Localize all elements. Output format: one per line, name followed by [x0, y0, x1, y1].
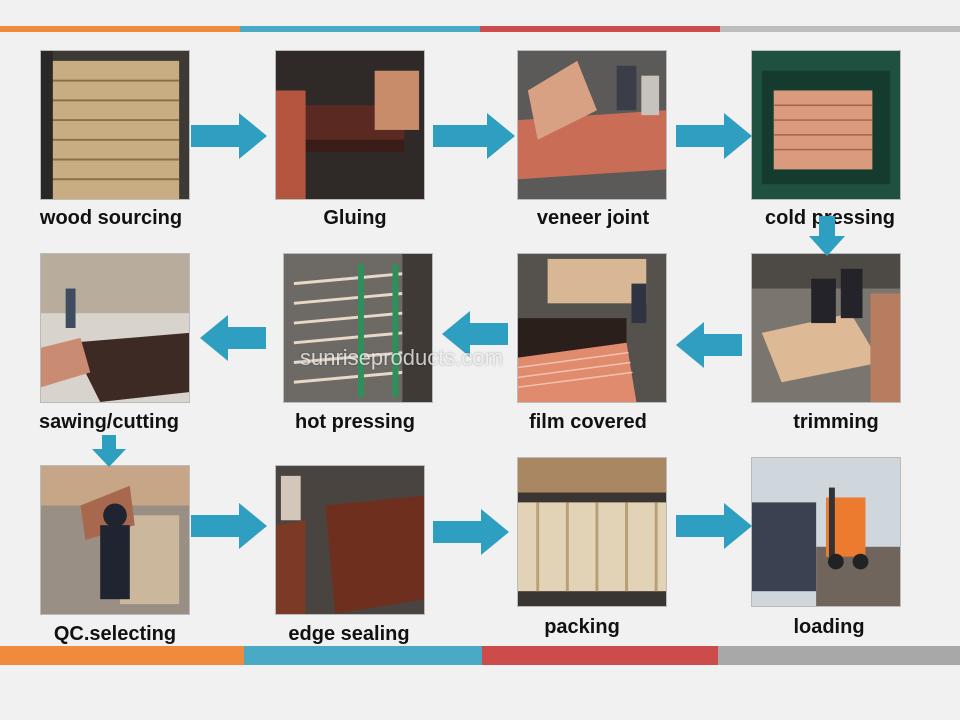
band-red — [480, 26, 720, 32]
arrow-down-icon — [809, 216, 845, 256]
photo-edge-sealing — [275, 465, 425, 615]
step-label-film-covered: film covered — [529, 411, 647, 433]
photo-film-covered — [517, 253, 667, 403]
photo-gluing — [275, 50, 425, 200]
photo-qc-selecting — [40, 465, 190, 615]
step-label-wood-sourcing: wood sourcing — [39, 207, 183, 229]
photo-trimming — [751, 253, 901, 403]
band-red — [482, 646, 718, 665]
arrow-left-icon — [442, 311, 508, 357]
step-label-veneer-joint: veneer joint — [536, 207, 650, 229]
arrow-right-icon — [676, 113, 752, 159]
photo-wood-sourcing — [40, 50, 190, 200]
loading-image — [752, 458, 900, 606]
step-label-trimming: trimming — [793, 411, 879, 433]
sawing-image — [41, 254, 189, 402]
photo-veneer-joint — [517, 50, 667, 200]
qc-image — [41, 466, 189, 614]
band-gray — [720, 26, 960, 32]
photo-cold-pressing — [751, 50, 901, 200]
packing-image — [518, 458, 666, 606]
photo-packing — [517, 457, 667, 607]
photo-loading — [751, 457, 901, 607]
step-label-qc-selecting: QC.selecting — [53, 623, 177, 645]
step-label-edge-sealing: edge sealing — [288, 623, 410, 645]
step-label-packing: packing — [544, 616, 620, 638]
photo-sawing-cutting — [40, 253, 190, 403]
band-blue — [240, 26, 480, 32]
trimming-image — [752, 254, 900, 402]
band-orange — [0, 646, 244, 665]
arrow-right-icon — [191, 113, 267, 159]
wood-stack-image — [41, 51, 189, 199]
band-blue — [244, 646, 482, 665]
gluing-image — [276, 51, 424, 199]
arrow-right-icon — [191, 503, 267, 549]
veneer-joint-image — [518, 51, 666, 199]
arrow-down-icon — [92, 435, 126, 467]
edge-sealing-image — [276, 466, 424, 614]
film-covered-image — [518, 254, 666, 402]
arrow-left-icon — [676, 322, 742, 368]
band-orange — [0, 26, 240, 32]
arrow-right-icon — [433, 113, 515, 159]
step-label-loading: loading — [793, 616, 865, 638]
arrow-left-icon — [200, 315, 266, 361]
hot-press-image — [284, 254, 432, 402]
arrow-right-icon — [676, 503, 752, 549]
arrow-right-icon — [433, 509, 509, 555]
step-label-gluing: Gluing — [323, 207, 387, 229]
band-gray — [718, 646, 960, 665]
step-label-sawing-cutting: sawing/cutting — [39, 411, 179, 433]
step-label-hot-pressing: hot pressing — [294, 411, 415, 433]
photo-hot-pressing — [283, 253, 433, 403]
top-color-band — [0, 26, 960, 32]
cold-press-image — [752, 51, 900, 199]
bottom-color-band — [0, 646, 960, 665]
